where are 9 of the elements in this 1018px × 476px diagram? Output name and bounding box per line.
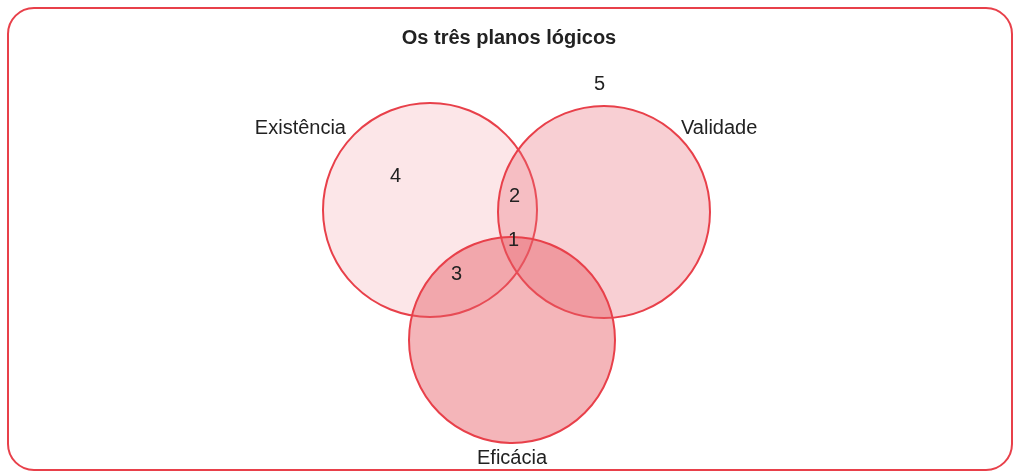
region-number: 5 — [594, 72, 606, 95]
set-label: Eficácia — [476, 446, 548, 469]
region-number: 4 — [390, 164, 402, 187]
region-number: 3 — [451, 262, 463, 285]
set-label: Existência — [253, 116, 346, 139]
set-label: Validade — [681, 116, 759, 139]
title: Os três planos lógicos — [400, 26, 618, 49]
region-number: 2 — [509, 184, 521, 207]
region-number: 1 — [508, 228, 520, 251]
